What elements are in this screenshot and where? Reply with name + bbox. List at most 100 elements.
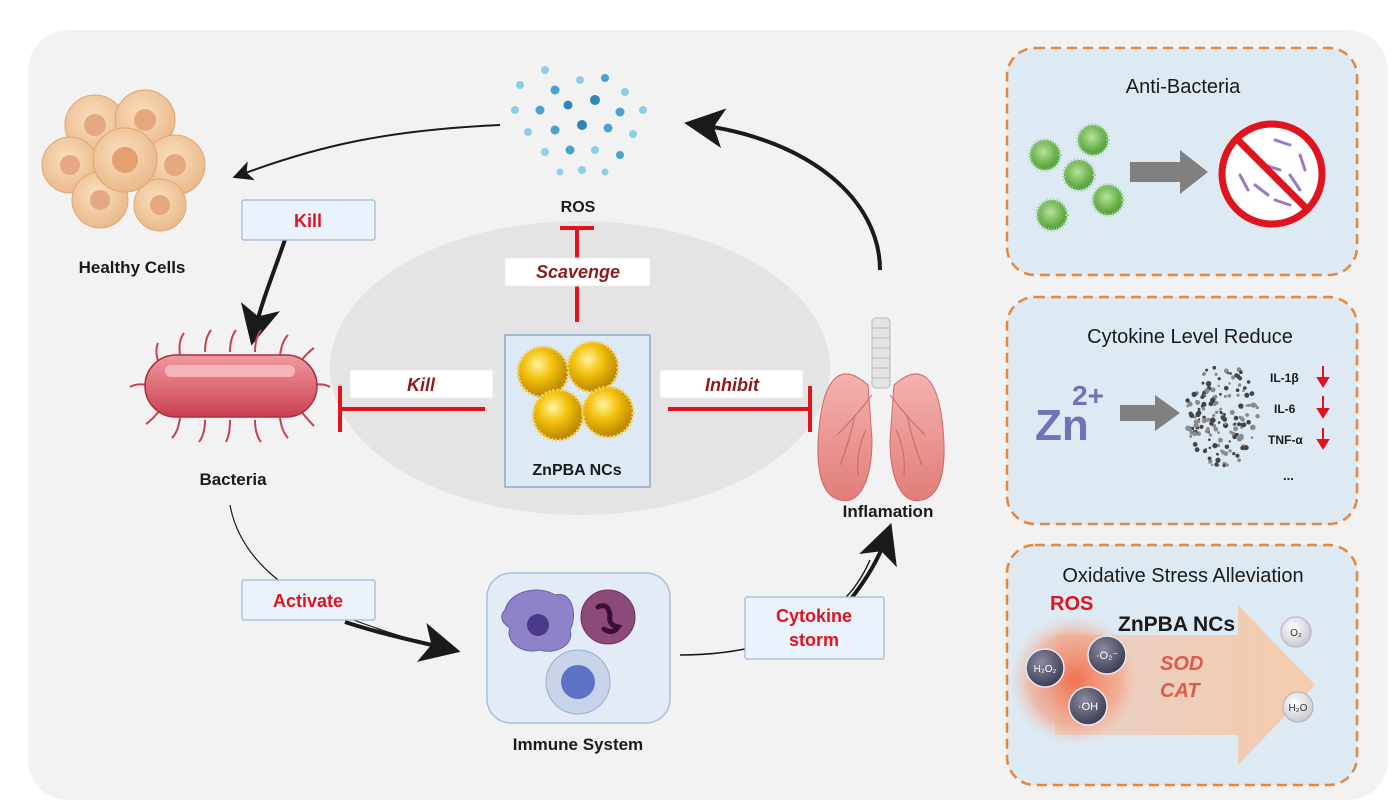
cytokine-dot — [1250, 436, 1254, 440]
anti-bacteria-title: Anti-Bacteria — [1126, 76, 1241, 98]
cytokine-dot — [1242, 389, 1245, 393]
cytokine-dot — [1219, 411, 1223, 415]
cytokine-dot — [1215, 457, 1221, 463]
cytokine-dot — [1206, 417, 1211, 422]
healthy-cells-icon — [41, 89, 206, 232]
scavenge-label: Scavenge — [536, 262, 620, 282]
sod-label: SOD — [1160, 653, 1203, 675]
gray-arrow-2 — [1120, 395, 1180, 431]
activate-label-box — [241, 579, 376, 621]
cytokine-dot — [1224, 368, 1229, 374]
cytokine-dot — [1223, 394, 1227, 398]
kill-center-label-box — [349, 369, 494, 399]
cytokine-dot — [1238, 415, 1242, 419]
kill-top-label: Kill — [294, 211, 322, 231]
oxidative-panel: Oxidative Stress Alleviation ROS ZnPBA N… — [1005, 543, 1359, 787]
cytokine-dot — [1222, 464, 1226, 468]
cytokine-item-il6: IL-6 — [1274, 402, 1296, 416]
cytokine-dot — [1222, 417, 1228, 422]
cytokine-particles — [1185, 365, 1260, 468]
cytokine-dot — [1189, 434, 1193, 438]
cytokine-dot — [1228, 440, 1231, 443]
cytokine-dot — [1201, 401, 1207, 407]
activate-label: Activate — [273, 591, 343, 611]
cytokine-dot — [1193, 422, 1199, 429]
cytokine-dot — [1229, 409, 1235, 415]
cytokine-dot — [1224, 444, 1230, 450]
bacteria-to-immune-arrow — [344, 620, 461, 662]
oh-radical-bubble: ·OH — [1068, 686, 1108, 726]
cytokine-dot — [1205, 381, 1212, 387]
o2-radical-bubble: ·O₂⁻ — [1087, 635, 1127, 675]
cytokine-dot — [1212, 413, 1216, 417]
h2o-bubble: H₂O — [1282, 691, 1314, 723]
cytokine-dot — [1214, 462, 1219, 467]
cytokine-dot — [1193, 415, 1197, 419]
cytokine-item-il1b: IL-1β — [1270, 371, 1299, 385]
o2-bubble: O₂ — [1280, 616, 1312, 648]
cytokine-dot — [1192, 442, 1198, 447]
cytokine-dot — [1235, 388, 1240, 393]
cytokine-dot — [1214, 372, 1218, 376]
lymphocyte-cell-icon — [545, 649, 611, 715]
h2o-label: H₂O — [1289, 703, 1308, 714]
cytokine-dot — [1197, 407, 1201, 411]
cytokine-dot — [1237, 383, 1242, 387]
h2o2-label: H₂O₂ — [1034, 664, 1057, 675]
kill-top-label-box — [241, 199, 376, 241]
znpba-nc-label: ZnPBA NCs — [532, 462, 621, 479]
cytokine-dot — [1255, 414, 1260, 419]
cytokine-dot — [1208, 433, 1213, 437]
healthy-cells-label: Healthy Cells — [79, 258, 186, 277]
cytokine-dot — [1188, 411, 1193, 416]
cytokine-storm-label-line1: Cytokine — [776, 606, 852, 626]
cytokine-title: Cytokine Level Reduce — [1087, 326, 1293, 348]
cytokine-dot — [1249, 391, 1255, 396]
cytokine-dot — [1202, 448, 1208, 454]
cytokine-dot — [1238, 403, 1244, 409]
cytokine-dot — [1243, 445, 1249, 451]
cytokine-dot — [1247, 403, 1252, 407]
cytokine-dot — [1224, 422, 1227, 426]
cytokine-dot — [1205, 368, 1209, 372]
cytokine-dot — [1227, 394, 1232, 398]
cytokine-item-tnfa: TNF-α — [1268, 433, 1303, 447]
cytokine-dot — [1240, 417, 1245, 422]
bacteria-label: Bacteria — [199, 470, 267, 489]
cytokine-dot — [1237, 458, 1241, 463]
immune-to-inflamation-arrow — [848, 522, 897, 602]
cytokine-dot — [1232, 434, 1237, 440]
cytokine-dot — [1255, 406, 1259, 410]
cytokine-dot — [1202, 372, 1205, 376]
cytokine-dot — [1189, 431, 1194, 435]
cytokine-dot — [1219, 392, 1222, 396]
cytokine-dot — [1229, 372, 1232, 375]
bacteria-icon — [129, 329, 331, 443]
ros-label: ROS — [561, 199, 596, 216]
cytokine-dot — [1199, 424, 1204, 429]
inhibit-label: Inhibit — [705, 375, 760, 395]
cytokine-dot — [1237, 422, 1242, 427]
cytokine-dot — [1204, 429, 1210, 434]
cytokine-dot — [1187, 401, 1193, 407]
cytokine-dot — [1238, 433, 1244, 439]
zinc-ion-symbol: Zn — [1035, 401, 1089, 450]
cytokine-dot — [1219, 407, 1223, 411]
oxidative-title: Oxidative Stress Alleviation — [1062, 565, 1303, 587]
cytokine-dot — [1212, 423, 1217, 428]
cytokine-dot — [1240, 445, 1245, 451]
ros-particles — [511, 66, 647, 176]
cytokine-dot — [1192, 431, 1198, 437]
cytokine-dot — [1233, 422, 1237, 426]
cytokine-dot — [1196, 410, 1202, 416]
cytokine-dot — [1240, 422, 1245, 427]
immune-system-label: Immune System — [513, 735, 643, 754]
cytokine-panel: Cytokine Level Reduce Zn 2+ IL-1β IL-6 T… — [1005, 295, 1359, 526]
cytokine-dot — [1195, 400, 1200, 405]
cytokine-dot — [1250, 424, 1256, 431]
cytokine-dot — [1186, 404, 1189, 408]
cytokine-dot — [1208, 446, 1212, 450]
cytokine-dot — [1208, 438, 1211, 442]
cytokine-dot — [1223, 451, 1229, 456]
